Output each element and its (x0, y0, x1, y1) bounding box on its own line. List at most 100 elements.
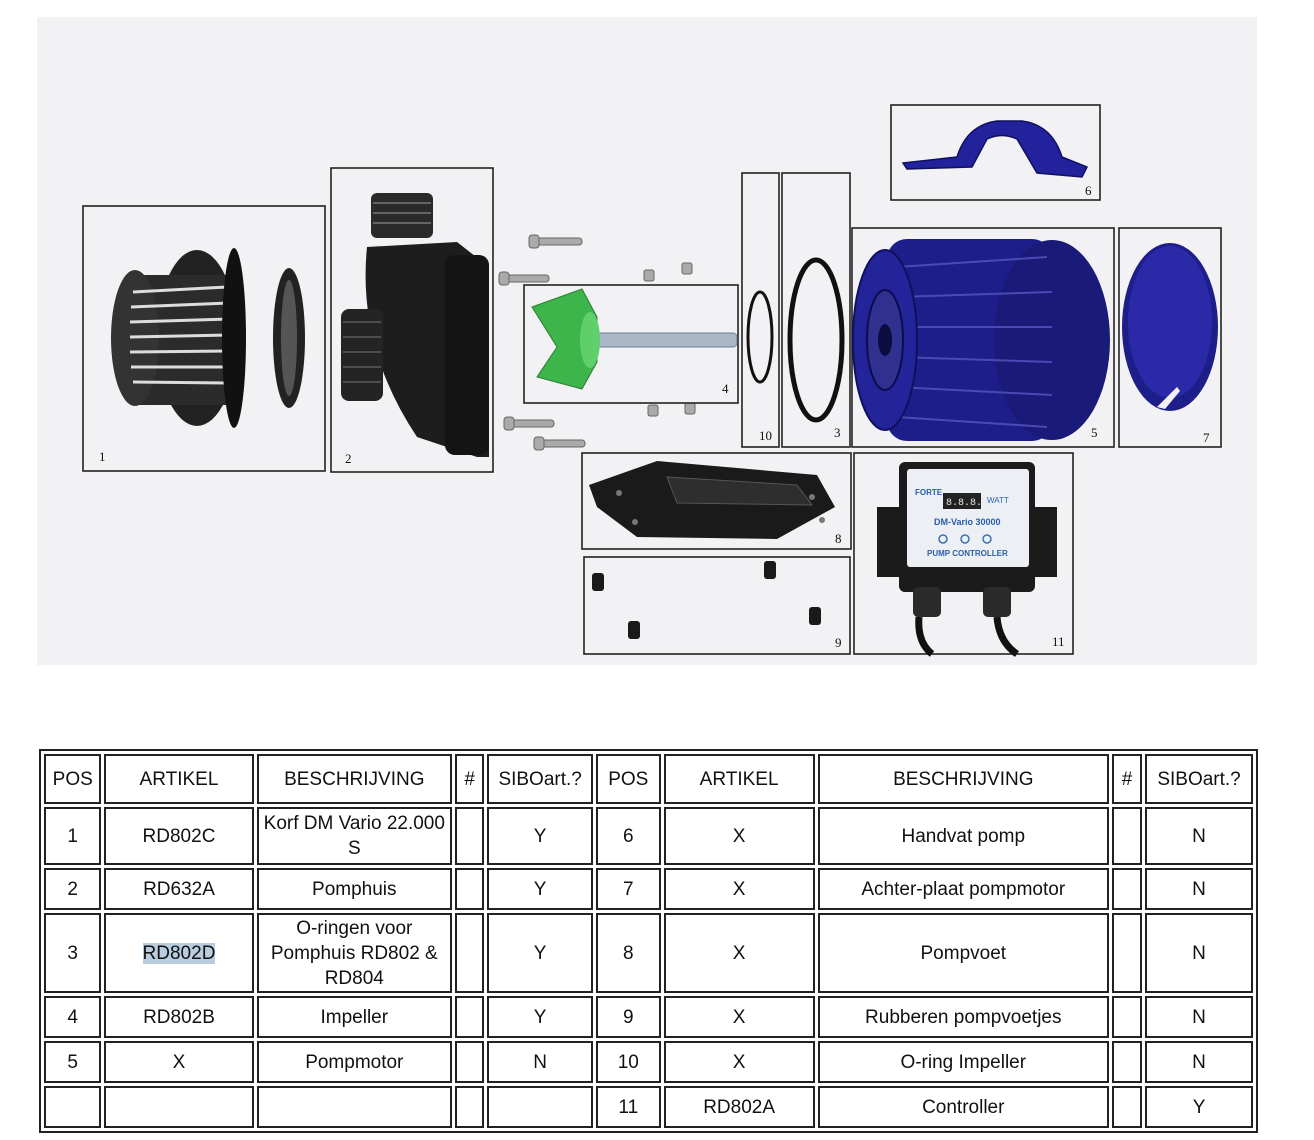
exploded-parts-diagram: 1 2 4 10 (37, 17, 1257, 665)
cell-artikel-left: RD802B (104, 996, 254, 1038)
cell-text: N (533, 1051, 548, 1073)
pump-motor-drawing (852, 239, 1110, 441)
part-label-6: 6 (1085, 183, 1092, 198)
cell-count-left (455, 1086, 485, 1128)
cell-artikel-right: X (663, 913, 815, 993)
cell-siboart-left: Y (487, 996, 594, 1038)
cell-beschrijving-left: Pomphuis (256, 868, 453, 910)
header-artikel-left: ARTIKEL (104, 754, 254, 804)
cell-siboart-left: N (487, 1041, 594, 1083)
header-count-left: # (455, 754, 485, 804)
cell-text: RD802D (142, 942, 216, 964)
cell-count-left (455, 996, 485, 1038)
cell-siboart-right: N (1145, 1041, 1253, 1083)
part-box-3 (781, 172, 851, 448)
cell-text: 7 (623, 878, 634, 900)
cell-text: Y (533, 878, 547, 900)
cell-text: N (1192, 1006, 1206, 1028)
part-label-9: 9 (835, 635, 842, 650)
cell-count-left (455, 1041, 485, 1083)
cell-count-left (455, 913, 485, 993)
cell-pos-left: 4 (44, 996, 102, 1038)
cell-artikel-right: X (663, 1041, 815, 1083)
cell-text: Handvat pomp (901, 825, 1026, 847)
rubber-feet-drawing (592, 561, 821, 639)
part-box-5 (851, 227, 1115, 448)
cell-text: 1 (67, 825, 78, 847)
cell-siboart-right: Y (1145, 1086, 1253, 1128)
cell-pos-right: 10 (596, 1041, 661, 1083)
part-label-11: 11 (1052, 634, 1065, 649)
cell-text: N (1192, 878, 1206, 900)
cell-text: Pomphuis (312, 878, 397, 900)
cell-text: Achter-plaat pompmotor (861, 878, 1066, 900)
cell-pos-left: 5 (44, 1041, 102, 1083)
cell-siboart-right: N (1145, 868, 1253, 910)
part-box-9 (583, 556, 851, 655)
header-siboart-right: SIBOart.? (1145, 754, 1253, 804)
cell-siboart-left: Y (487, 913, 594, 993)
pump-housing-drawing (341, 193, 489, 457)
part-box-8 (581, 452, 852, 550)
cell-text: Y (533, 942, 547, 964)
cell-artikel-right: X (663, 996, 815, 1038)
cell-text: Rubberen pompvoetjes (865, 1006, 1062, 1028)
part-label-2: 2 (345, 451, 352, 466)
cell-artikel-left: RD802C (104, 807, 254, 865)
cell-text: X (732, 942, 746, 964)
part-label-7: 7 (1203, 430, 1210, 445)
cell-count-right (1111, 868, 1143, 910)
header-beschrijving-right: BESCHRIJVING (817, 754, 1109, 804)
cell-text: X (172, 1051, 186, 1073)
cell-text: Y (533, 825, 547, 847)
cell-artikel-left: RD632A (104, 868, 254, 910)
controller-brand: FORTE (915, 488, 943, 497)
controller-drawing: FORTE 8.8.8.8 WATT DM-Vario 30000 PUMP C… (877, 462, 1057, 657)
table-row: 3 RD802D O-ringen voor Pomphuis RD802 & RD… (44, 913, 1253, 993)
pump-foot-drawing (589, 461, 835, 539)
o-ring-impeller-drawing (746, 290, 774, 384)
part-box-4 (523, 284, 739, 404)
cell-beschrijving-right: Controller (817, 1086, 1109, 1128)
cell-text: X (732, 1006, 746, 1028)
part-box-11 (853, 452, 1074, 655)
cell-siboart-left: Y (487, 868, 594, 910)
cell-text: RD802A (703, 1096, 776, 1118)
cell-text: 3 (67, 942, 78, 964)
cell-siboart-right: N (1145, 996, 1253, 1038)
cell-pos-left (44, 1086, 102, 1128)
part-label-5: 5 (1091, 425, 1098, 440)
cell-pos-left: 3 (44, 913, 102, 993)
handle-drawing (901, 120, 1089, 178)
cell-pos-left: 1 (44, 807, 102, 865)
screws-and-nuts (498, 234, 696, 451)
cell-artikel-right: X (663, 807, 815, 865)
cell-text: RD802B (143, 1006, 215, 1028)
cell-siboart-right: N (1145, 807, 1253, 865)
cell-count-right (1111, 807, 1143, 865)
cell-pos-left: 2 (44, 868, 102, 910)
back-plate-drawing (1122, 243, 1218, 411)
cell-siboart-right: N (1145, 913, 1253, 993)
cell-count-right (1111, 1041, 1143, 1083)
part-label-10: 10 (759, 428, 772, 443)
cell-pos-right: 6 (596, 807, 661, 865)
cell-text: 9 (623, 1006, 634, 1028)
part-box-10 (741, 172, 780, 448)
cell-count-right (1111, 913, 1143, 993)
cell-count-right (1111, 1086, 1143, 1128)
cell-beschrijving-left: Korf DM Vario 22.000 S (256, 807, 453, 865)
cell-text: X (732, 825, 746, 847)
cell-text: O-ringen voor Pomphuis RD802 & RD804 (270, 917, 438, 989)
header-siboart-left: SIBOart.? (487, 754, 594, 804)
cell-text: Impeller (320, 1006, 389, 1028)
cell-text: 6 (623, 825, 634, 847)
header-pos-left: POS (44, 754, 102, 804)
header-beschrijving-left: BESCHRIJVING (256, 754, 453, 804)
cell-count-left (455, 868, 485, 910)
cell-beschrijving-left (256, 1086, 453, 1128)
